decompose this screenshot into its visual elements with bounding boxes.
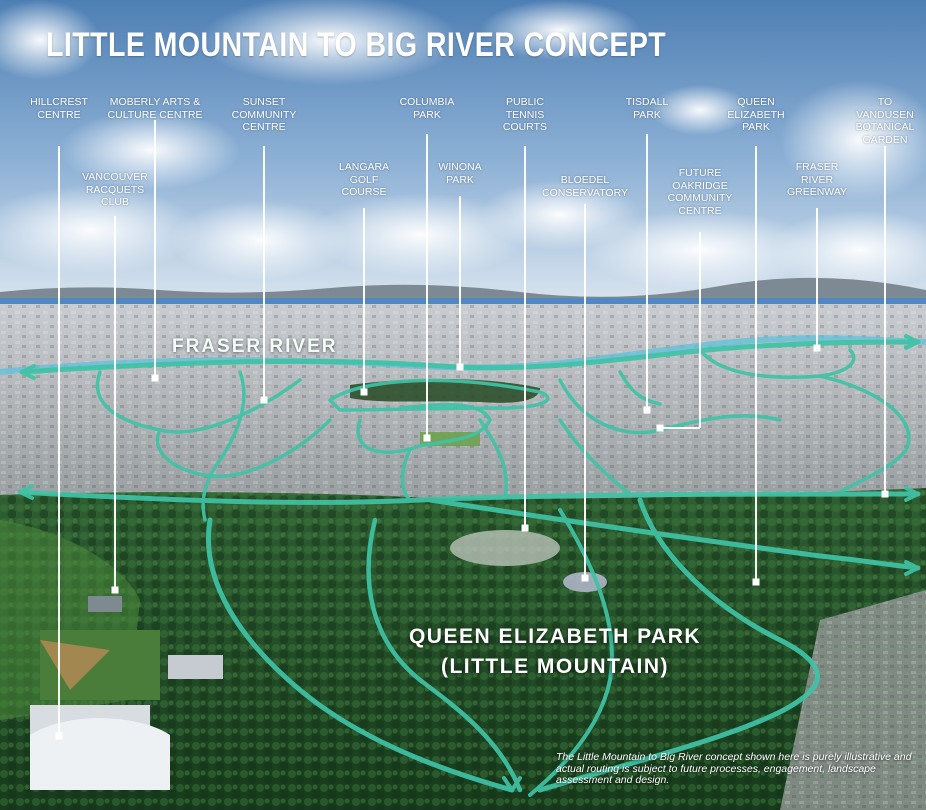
location-marker-moberly: [151, 374, 159, 382]
leader-line-columbia: [426, 134, 428, 438]
location-marker-tisdall: [643, 406, 651, 414]
location-label-columbia: COLUMBIA PARK: [399, 96, 455, 121]
clouds: [0, 0, 926, 290]
river-label: FRASER RIVER: [172, 336, 338, 357]
location-marker-oakridge: [656, 424, 664, 432]
location-label-langara: LANGARA GOLF COURSE: [338, 161, 390, 198]
location-marker-bloedel: [581, 574, 589, 582]
greenway-routes: [17, 334, 921, 797]
map-title: LITTLE MOUNTAIN TO BIG RIVER CONCEPT: [46, 26, 667, 64]
location-label-hillcrest: HILLCREST CENTRE: [30, 96, 88, 121]
location-label-bloedel: BLOEDEL CONSERVATORY: [542, 174, 628, 199]
leader-line-fraser-greenway: [816, 208, 818, 348]
location-label-tisdall: TISDALL PARK: [625, 96, 669, 121]
location-marker-winona: [456, 363, 464, 371]
location-label-winona: WINONA PARK: [438, 161, 482, 186]
location-marker-fraser-greenway: [813, 344, 821, 352]
leader-line-moberly: [154, 120, 156, 378]
disclaimer-note: The Little Mountain to Big River concept…: [556, 751, 912, 786]
leader-line-sunset: [263, 146, 265, 400]
leader-line-hillcrest: [58, 146, 60, 736]
location-marker-tennis: [521, 524, 529, 532]
location-label-tennis: PUBLIC TENNIS COURTS: [502, 96, 548, 133]
leader-line-queen-elizabeth: [755, 146, 757, 582]
location-marker-vancouver-racquets: [111, 586, 119, 594]
leader-line-oakridge: [699, 232, 701, 428]
location-label-fraser-greenway: FRASER RIVER GREENWAY: [786, 161, 848, 198]
location-marker-columbia: [423, 434, 431, 442]
location-label-vancouver-racquets: VANCOUVER RACQUETS CLUB: [82, 171, 148, 208]
leader-line-tennis: [524, 146, 526, 528]
location-label-moberly: MOBERLY ARTS & CULTURE CENTRE: [107, 96, 203, 121]
location-marker-queen-elizabeth: [752, 578, 760, 586]
leader-line-tisdall: [646, 134, 648, 410]
leader-elbow-oakridge: [660, 427, 700, 429]
location-marker-sunset: [260, 396, 268, 404]
location-label-queen-elizabeth: QUEEN ELIZABETH PARK: [727, 96, 785, 133]
location-label-vandusen: TO VANDUSEN BOTANICAL GARDEN: [855, 96, 915, 146]
location-marker-langara: [360, 388, 368, 396]
leader-line-vancouver-racquets: [114, 216, 116, 590]
leader-line-bloedel: [584, 204, 586, 578]
leader-line-langara: [363, 208, 365, 392]
park-label: QUEEN ELIZABETH PARK (LITTLE MOUNTAIN): [408, 625, 702, 678]
location-marker-vandusen: [881, 490, 889, 498]
leader-line-vandusen: [884, 146, 886, 494]
location-marker-hillcrest: [55, 732, 63, 740]
location-label-oakridge: FUTURE OAKRIDGE COMMUNITY CENTRE: [667, 167, 733, 217]
location-label-sunset: SUNSET COMMUNITY CENTRE: [231, 96, 297, 133]
leader-line-winona: [459, 196, 461, 367]
